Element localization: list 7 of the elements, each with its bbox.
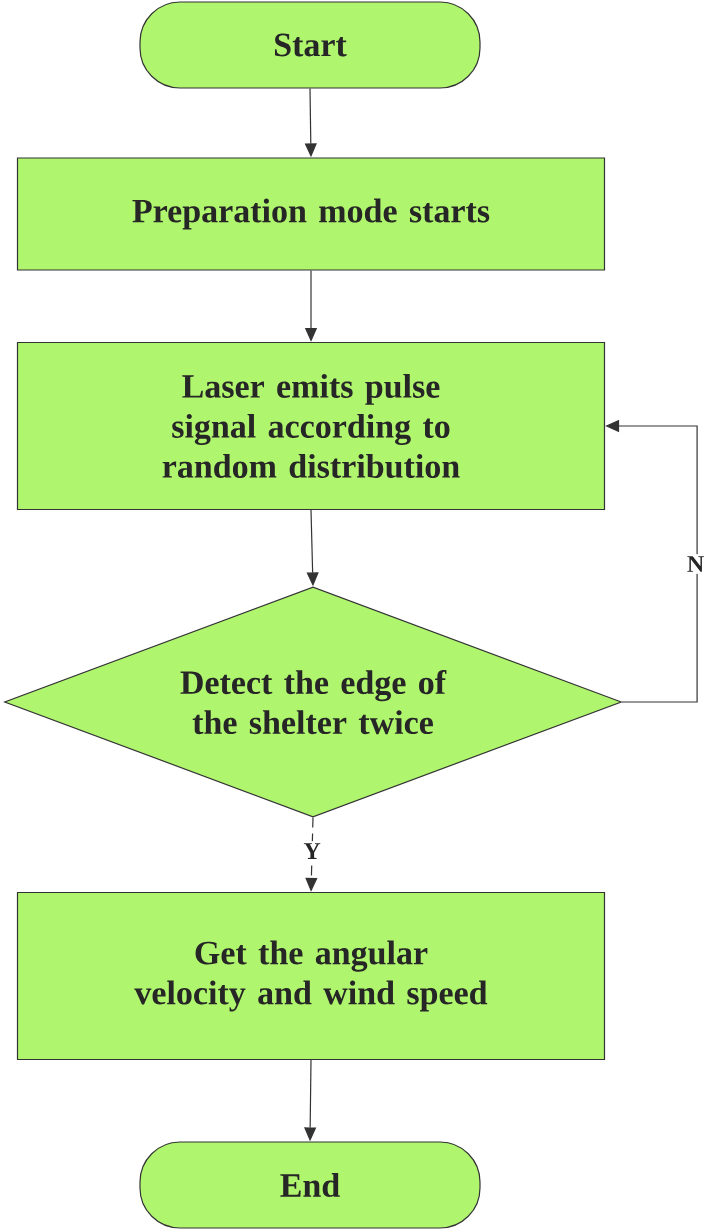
- edge-label: N: [684, 554, 707, 574]
- process-box: Preparation mode starts: [16, 157, 606, 271]
- terminal-box: End: [139, 1141, 481, 1229]
- terminal-box: Start: [139, 1, 481, 89]
- process-box: Get the angular velocity and wind speed: [16, 891, 606, 1061]
- edge-label: Y: [301, 841, 323, 861]
- process-box: Laser emits pulse signal according to random distribution: [16, 341, 606, 511]
